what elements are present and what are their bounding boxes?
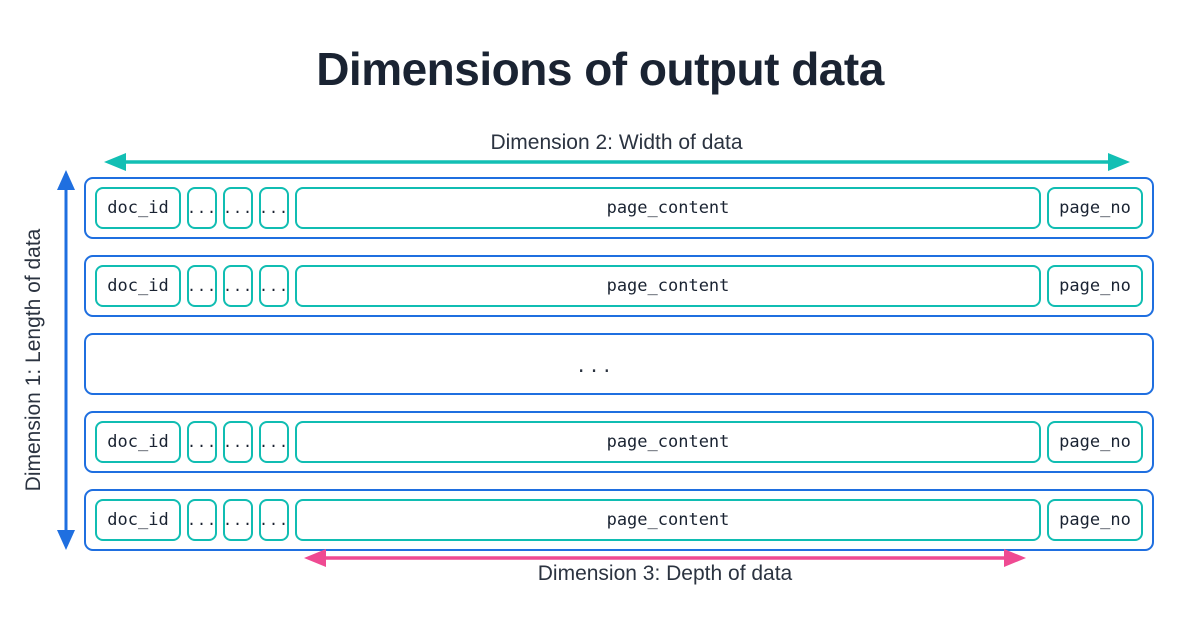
cell-page-no: page_no: [1047, 265, 1143, 307]
cell-ellipsis: ...: [223, 187, 253, 229]
dimension-1-arrow-icon: [57, 170, 75, 550]
cell-ellipsis: ...: [223, 265, 253, 307]
cell-ellipsis: ...: [259, 421, 289, 463]
table-row: doc_id ... ... ... page_content page_no: [84, 489, 1154, 551]
cell-ellipsis: ...: [187, 265, 217, 307]
cell-ellipsis: ...: [187, 187, 217, 229]
cell-page-no: page_no: [1047, 187, 1143, 229]
table-row: doc_id ... ... ... page_content page_no: [84, 255, 1154, 317]
data-table: doc_id ... ... ... page_content page_no …: [84, 177, 1154, 551]
table-row: doc_id ... ... ... page_content page_no: [84, 411, 1154, 473]
table-row: doc_id ... ... ... page_content page_no: [84, 177, 1154, 239]
page-title: Dimensions of output data: [316, 43, 884, 95]
cell-page-no: page_no: [1047, 421, 1143, 463]
dimension-2-label: Dimension 2: Width of data: [490, 131, 743, 154]
cell-ellipsis: ...: [187, 421, 217, 463]
dimension-3-label: Dimension 3: Depth of data: [537, 562, 793, 585]
cell-page-content: page_content: [295, 499, 1041, 541]
cell-ellipsis: ...: [187, 499, 217, 541]
cell-ellipsis: ...: [223, 499, 253, 541]
cell-ellipsis: ...: [259, 499, 289, 541]
cell-page-content: page_content: [295, 265, 1041, 307]
cell-page-no: page_no: [1047, 499, 1143, 541]
cell-page-content: page_content: [295, 421, 1041, 463]
cell-doc-id: doc_id: [95, 187, 181, 229]
dimension-2-arrow-icon: [104, 153, 1130, 171]
dimension-1-label: Dimension 1: Length of data: [22, 228, 45, 492]
row-ellipsis-label: ...: [575, 355, 615, 377]
cell-ellipsis: ...: [259, 187, 289, 229]
cell-doc-id: doc_id: [95, 421, 181, 463]
cell-doc-id: doc_id: [95, 265, 181, 307]
cell-ellipsis: ...: [223, 421, 253, 463]
dimension-3-arrow-icon: [304, 549, 1026, 567]
cell-page-content: page_content: [295, 187, 1041, 229]
cell-doc-id: doc_id: [95, 499, 181, 541]
table-row-ellipsis: ...: [84, 333, 1154, 395]
cell-ellipsis: ...: [259, 265, 289, 307]
